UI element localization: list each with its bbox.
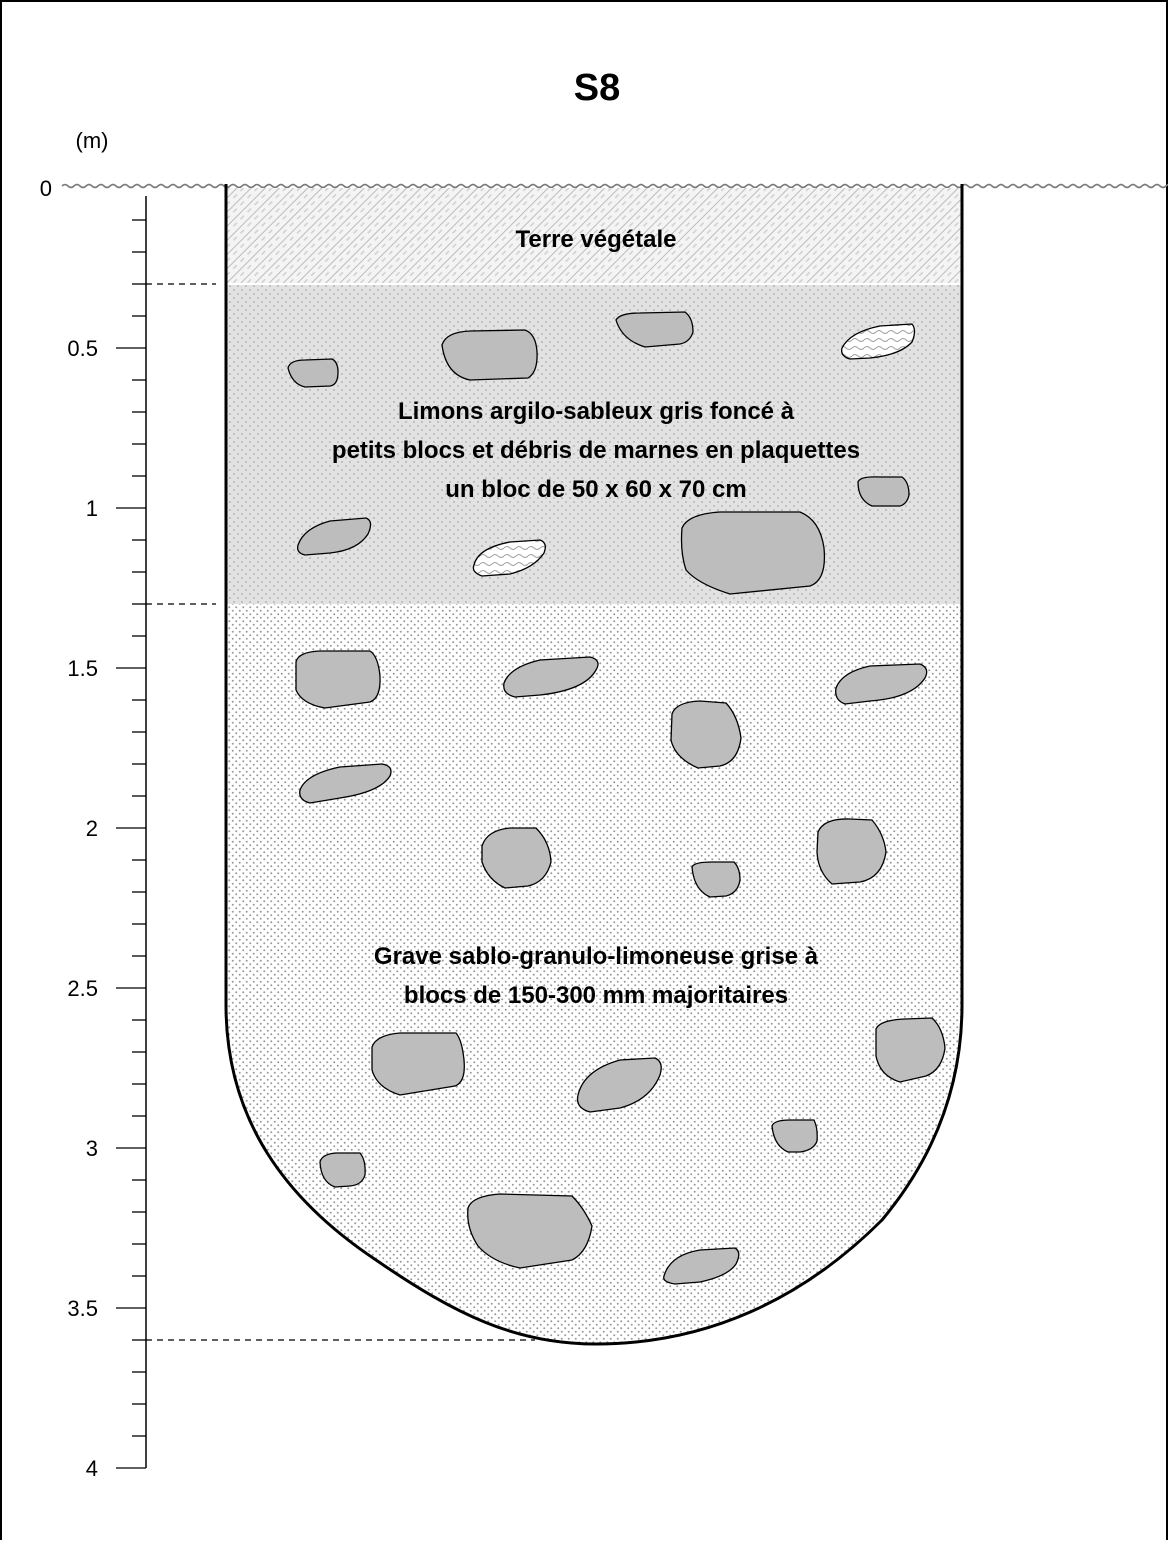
stones-limons [287, 311, 916, 595]
depth-unit-label: (m) [76, 128, 109, 153]
stone [503, 656, 599, 698]
pit-fill [226, 188, 962, 1344]
tick-label: 1 [86, 496, 98, 521]
tick-label: 3 [86, 1136, 98, 1161]
stone [371, 1032, 465, 1096]
stone [472, 539, 546, 577]
stone [691, 861, 741, 898]
stone [576, 1057, 662, 1113]
pit-outline [224, 184, 964, 1346]
layer-label-grave: blocs de 150-300 mm majoritaires [404, 982, 788, 1009]
stone [875, 1017, 946, 1083]
tick-label: 2.5 [67, 976, 98, 1001]
stone [287, 358, 339, 388]
stone [441, 329, 538, 381]
layer-label-grave: Grave sablo-granulo-limoneuse grise à [374, 943, 819, 970]
stone [680, 511, 826, 595]
stone [295, 650, 381, 709]
log-title: S8 [574, 67, 620, 109]
depth-axis: 0 0.5 1 1.5 2 2.5 3 3.5 4 [40, 176, 147, 1481]
tick-label: 3.5 [67, 1296, 98, 1321]
stones-grave [295, 650, 946, 1285]
stone [835, 663, 928, 705]
boundary-indicators [146, 283, 535, 1341]
stone [467, 1193, 593, 1269]
stone [615, 311, 694, 348]
layer-label-limons: un bloc de 50 x 60 x 70 cm [445, 476, 746, 503]
stone [297, 517, 372, 556]
layer-limons [226, 284, 962, 604]
stone [670, 700, 742, 769]
stone [771, 1119, 818, 1153]
stone [841, 323, 916, 360]
layer-label-limons: Limons argilo-sableux gris foncé à [398, 398, 795, 425]
ground-surface-line [61, 183, 1168, 189]
tick-label: 1.5 [67, 656, 98, 681]
tick-label: 0.5 [67, 336, 98, 361]
layer-label-limons: petits blocs et débris de marnes en plaq… [332, 437, 860, 464]
stone [816, 818, 887, 885]
stone [857, 476, 910, 507]
stone [319, 1152, 366, 1188]
stone [299, 763, 392, 804]
layer-grave [226, 604, 962, 1344]
layer-terre-vegetale [226, 188, 962, 284]
tick-label: 0 [40, 176, 52, 201]
stone [481, 827, 552, 889]
tick-label: 2 [86, 816, 98, 841]
tick-label: 4 [86, 1456, 98, 1481]
layer-label-terre-vegetale: Terre végétale [516, 226, 677, 253]
stone [663, 1247, 740, 1285]
